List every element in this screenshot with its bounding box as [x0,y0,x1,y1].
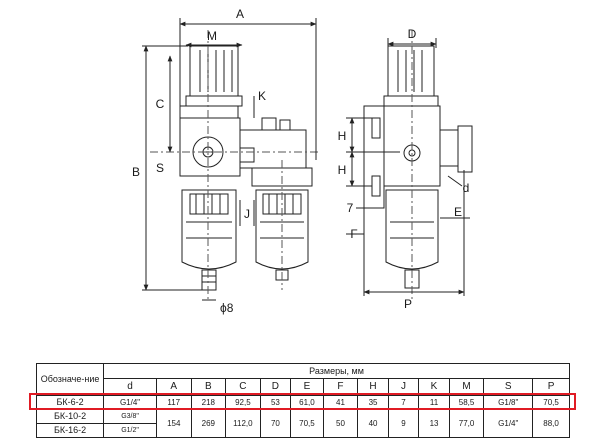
cell-K: 11 [418,395,450,410]
label-E: E [454,205,462,219]
cell-H: 35 [357,395,389,410]
cell-M: 58,5 [448,395,485,410]
label-S: S [156,161,164,175]
cell-J: 7 [387,395,420,410]
cell-P: 70,5 [532,395,570,410]
table-row: БК-6-2 G1/4" 117 218 92,5 53 61,0 41 35 … [35,395,570,410]
label-diameter: ϕ8 [220,301,234,315]
cell-S: G1/8" [483,395,534,410]
cell-M: 77,0 [448,409,485,438]
cell-P: 88,0 [532,409,570,438]
cell-S: G1/4" [483,409,534,438]
col-header-B: B [190,378,227,396]
cell-E: 61,0 [290,395,324,410]
cell-F: 50 [322,409,359,438]
cell-H: 40 [357,409,389,438]
cell-B: 269 [190,409,227,438]
cell-model: БК-6-2 [35,395,105,410]
label-H-upper: H [338,129,347,143]
col-header-F: F [322,378,359,396]
label-A: A [236,7,244,21]
technical-drawing: A M C K S B J ϕ8 D H H 7 d E F P [132,7,473,315]
dimensions-header: Размеры, мм [103,363,570,379]
col-header-K: K [418,378,450,396]
table-row: БК-16-2 G1/2" [35,423,570,438]
cell-K: 13 [418,409,450,438]
label-M: M [207,29,217,43]
col-header-D: D [259,378,292,396]
cell-d: G1/2" [103,423,157,438]
table-row: БК-10-2 G3/8" 154 269 112,0 70 70,5 50 4… [35,409,570,438]
label-K: K [258,89,266,103]
cell-B: 218 [190,395,227,410]
side-view [346,30,473,300]
label-d: d [463,181,470,195]
label-J: J [244,207,250,221]
cell-D: 70 [259,409,292,438]
dimension-labels: A M C K S B J ϕ8 D H H 7 d E F P [132,7,469,315]
label-7: 7 [347,201,354,215]
cell-J: 9 [387,409,420,438]
cell-model: БК-16-2 [35,423,105,438]
col-header-M: M [448,378,485,396]
cell-E: 70,5 [290,409,324,438]
col-header-J: J [387,378,420,396]
col-header-P: P [532,378,570,396]
label-P: P [404,297,412,311]
designation-header: Обозначе-ние [35,363,105,396]
col-header-d: d [103,378,157,396]
cell-A: 154 [155,409,192,438]
col-header-C: C [225,378,261,396]
label-H-lower: H [338,163,347,177]
cell-model: БК-10-2 [35,409,105,424]
cell-d: G3/8" [103,409,157,424]
col-header-S: S [483,378,534,396]
cell-d: G1/4" [103,395,157,410]
label-B: B [132,165,140,179]
label-C: C [156,97,165,111]
label-F: F [350,227,357,241]
col-header-E: E [290,378,324,396]
col-header-A: A [155,378,192,396]
cell-A: 117 [155,395,192,410]
cell-F: 41 [322,395,359,410]
dimensions-table: Обозначе-ние Размеры, мм d A B C D E F H… [35,363,570,438]
cell-C: 92,5 [225,395,261,410]
cell-D: 53 [259,395,292,410]
cell-C: 112,0 [225,409,261,438]
col-header-H: H [357,378,389,396]
front-view [142,18,320,301]
label-D: D [408,27,417,41]
